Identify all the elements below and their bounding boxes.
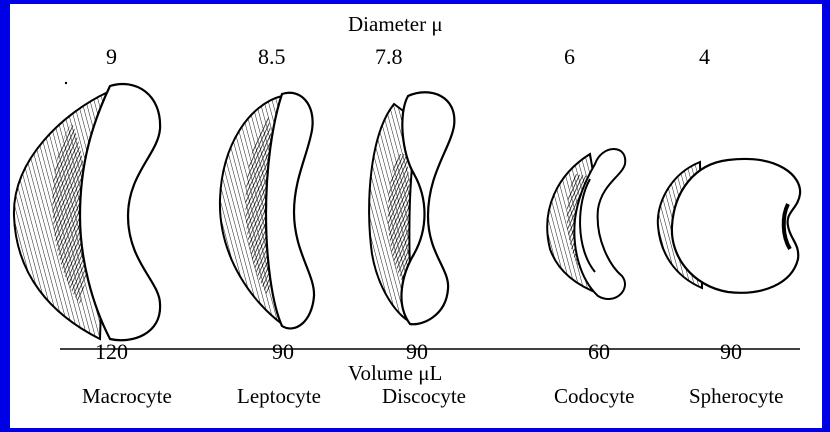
label-macrocyte: Macrocyte [82,384,172,409]
volume-title: Volume μL [348,361,442,386]
volume-spherocyte: 90 [720,339,742,365]
macrocyte-cell [14,84,160,340]
volume-macrocyte: 120 [95,339,128,365]
codocyte-cell [547,149,625,299]
spherocyte-cell [658,159,800,293]
label-spherocyte: Spherocyte [689,384,783,409]
label-leptocyte: Leptocyte [237,384,321,409]
figure-panel: Diameter μ 9 8.5 7.8 6 4 [10,4,822,428]
label-codocyte: Codocyte [554,384,634,409]
discocyte-cell [369,92,454,324]
label-discocyte: Discocyte [382,384,466,409]
leptocyte-cell [220,93,314,329]
volume-leptocyte: 90 [272,339,294,365]
volume-codocyte: 60 [588,339,610,365]
